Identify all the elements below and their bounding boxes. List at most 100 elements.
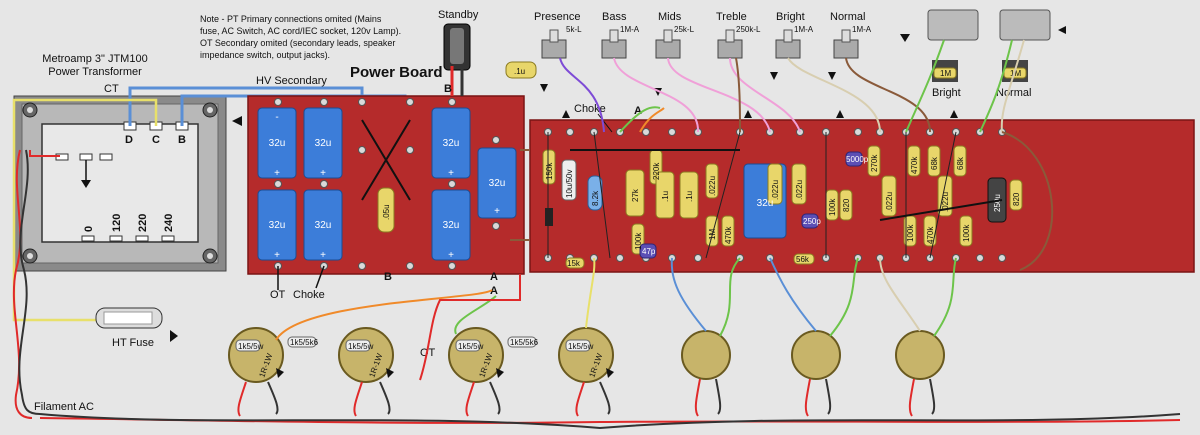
part-0022-a [705,163,719,199]
pot-mids-value: 25k-L [674,25,695,34]
hv-wire-blue [128,86,364,126]
label-68k-a: 68k [930,156,939,170]
bridge-res-1: 1k5/5k6 [290,338,319,347]
pot-body-presence [541,39,567,59]
part-47p [639,243,657,259]
pot-shaft-bass [609,29,619,43]
pb-cap-5-value: 32u [443,138,460,149]
point-a-lower: A [490,271,498,283]
label-56k: 56k [796,255,810,264]
part-150k [542,149,556,185]
wire-a-green [619,106,661,133]
filament-ac-label: Filament AC [34,401,94,413]
heater-wire-red [29,150,60,157]
pot-normal-value: 1M-A [852,25,872,34]
mount-hole-icon [207,253,213,259]
power-board-eyelets [274,98,500,270]
preamp-tube-socket-2 [791,330,841,380]
part-270k [867,145,881,177]
pb-cap-7-plus: + [494,206,500,217]
label-820-b: 820 [1012,192,1021,206]
part-470k-a [721,215,735,247]
label-0022-b: .022u [771,180,780,200]
power-tube-socket-2 [338,327,394,383]
pot-bass-value: 1M-A [620,25,640,34]
input-jacks [927,9,1051,82]
label-150k: 150k [545,162,554,180]
pot-shaft-treble [725,29,735,43]
wire-green-preamp-2 [829,257,859,337]
heater-drops-red [237,378,915,417]
label-10u: 10u/50v [565,170,574,198]
jack-normal-label: Normal [996,87,1031,99]
label-100k-b: 100k [828,198,837,216]
pb-cap-7-value: 32u [489,178,506,189]
label-0022-d: .022u [885,192,894,212]
arrow-up-icon [836,110,844,118]
pb-cap-005 [377,187,395,233]
board-traces [547,131,957,259]
jack-normal-resistor-value: 1M [1010,69,1021,78]
part-0022-b [767,163,783,205]
part-56k [793,253,815,265]
note-line-4: impedance switch, output jacks). [200,50,330,60]
pt-tap-0: 0 [83,226,95,232]
pots-row [541,29,859,59]
note-line-2: fuse, AC Switch, AC cord/IEC socket, 120… [200,26,401,36]
ct-label: CT [104,83,119,95]
mount-hole-icon [27,107,33,113]
arrow-left-icon [232,116,242,126]
standby-point-b: B [444,83,452,95]
pt-pin-c: C [152,134,160,146]
wire-bass-pink [613,57,700,133]
power-board-caps [257,107,517,261]
jack-bright-resistor [933,67,957,79]
label-01u-a: .1u [661,191,670,202]
pb-cap-6-plus: + [448,250,454,261]
preamp-tube-socket-3 [895,330,945,380]
filament-wire-red [12,149,33,419]
jack-bright-top [927,9,979,41]
pb-cap-4-value: 32u [315,220,332,231]
ct-wire-yellow [12,98,158,322]
transformer-bobbin [41,123,199,243]
pb-cap-1-value: 32u [269,138,286,149]
choke-label-left: Choke [293,289,325,301]
wire-normal-brown [845,57,931,133]
arrow-right-icon [170,330,178,342]
wire-yellow-socket [585,257,596,329]
label-100k-c: 100k [906,224,915,242]
pot-presence-value: 5k-L [566,25,582,34]
standby-label: Standby [438,9,479,21]
pt-tab-heater-3 [99,153,113,161]
arrow-right-icon [606,368,614,378]
point-a-sockets: A [490,285,498,297]
pt-tap-240: 240 [163,214,175,232]
pot-body-treble [717,39,743,59]
label-68k-b: 68k [956,156,965,170]
pb-cap-4-plus: + [320,250,326,261]
pb-cap-2-plus: + [320,168,326,179]
wire-mids-pink [667,57,771,133]
pb-cap-2-value: 32u [315,138,332,149]
ht-fuse-label: HT Fuse [112,337,154,349]
label-0022-a: .022u [708,176,717,196]
power-board-title: Power Board [350,64,443,81]
pb-cap-5-plus: + [448,168,454,179]
label-250u: 250u [993,194,1002,212]
jack-bright-resistor-value: 1M [940,69,951,78]
part-15k [565,257,585,269]
arrow-down-icon [81,180,91,188]
label-100k-a: 100k [634,232,643,250]
part-250p [801,213,819,229]
label-27k: 27k [631,188,640,202]
arrow-left-icon [1058,26,1066,34]
wire-treble-brown [735,57,741,133]
label-8k2: 8.2k [591,190,600,206]
pb-cap-6-value: 32u [443,220,460,231]
part-01u-a [655,171,675,219]
jack-bright-label: Bright [932,87,961,99]
filament-wire-black [18,149,41,415]
part-01u-b [679,171,699,219]
